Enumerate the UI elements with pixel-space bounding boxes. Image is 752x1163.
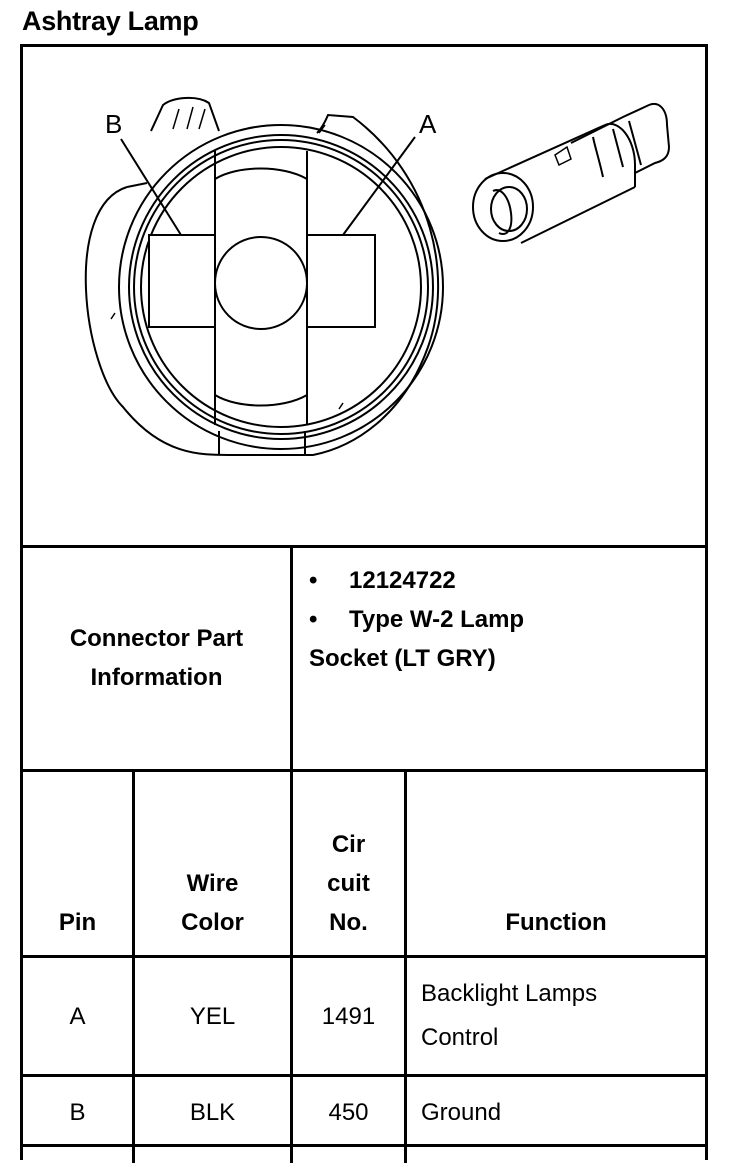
terminal-b xyxy=(148,234,216,328)
divider-col-pin xyxy=(132,769,135,1163)
connector-info-heading: Connector Part Information xyxy=(69,625,244,691)
socket-ring-3 xyxy=(133,139,429,435)
housing-left-flange xyxy=(126,182,148,188)
connector-side-view xyxy=(472,103,671,244)
header-wire-color: Wire Color xyxy=(181,870,244,936)
bulb-opening xyxy=(214,236,308,330)
connector-type: Type W-2 Lamp xyxy=(349,606,525,633)
header-pin: Pin xyxy=(58,909,97,936)
part-number: 12124722 xyxy=(349,567,456,594)
row-b-wire: BLK xyxy=(189,1099,236,1126)
connector-diagram: B A xyxy=(84,97,671,457)
header-function: Function xyxy=(505,909,607,936)
bullet-part-number: • 12124722 xyxy=(309,561,456,600)
leader-line-a xyxy=(342,136,416,236)
row-b-pin: B xyxy=(69,1099,86,1126)
socket-ring-2 xyxy=(128,134,434,440)
row-a-pin: A xyxy=(69,1003,86,1030)
center-channel xyxy=(214,151,308,425)
divider-col-circuit xyxy=(290,545,293,1163)
socket-outer-ring xyxy=(118,124,444,450)
divider-info xyxy=(23,769,705,772)
divider-header xyxy=(23,955,705,958)
row-a-circuit: 1491 xyxy=(321,1003,376,1030)
row-b-function: Ground xyxy=(421,1099,502,1126)
bullet-icon: • xyxy=(309,567,318,594)
label-b: B xyxy=(105,109,122,139)
page-title: Ashtray Lamp xyxy=(22,6,199,36)
bullet-type: • Type W-2 Lamp xyxy=(309,600,524,639)
housing-outline xyxy=(84,113,439,457)
header-circuit-no: Cir cuit No. xyxy=(327,831,370,936)
connector-frame: B A Connector Part Information • 12124722… xyxy=(20,44,708,1163)
label-a: A xyxy=(419,109,437,139)
socket-inner-ring xyxy=(140,146,422,428)
connector-type-line2: Socket (LT GRY) xyxy=(309,645,496,672)
terminal-a xyxy=(306,234,376,328)
bullet-icon: • xyxy=(309,606,318,633)
divider-col-function xyxy=(404,769,407,1163)
housing-bottom-tab xyxy=(218,431,306,455)
row-b-circuit: 450 xyxy=(328,1099,369,1126)
divider-row-b xyxy=(23,1144,705,1147)
divider-diagram xyxy=(23,545,705,548)
housing-top-tab xyxy=(150,97,220,132)
divider-row-a xyxy=(23,1074,705,1077)
leader-line-b xyxy=(120,138,182,236)
row-a-function: Backlight Lamps Control xyxy=(421,980,598,1051)
row-a-wire: YEL xyxy=(189,1003,236,1030)
